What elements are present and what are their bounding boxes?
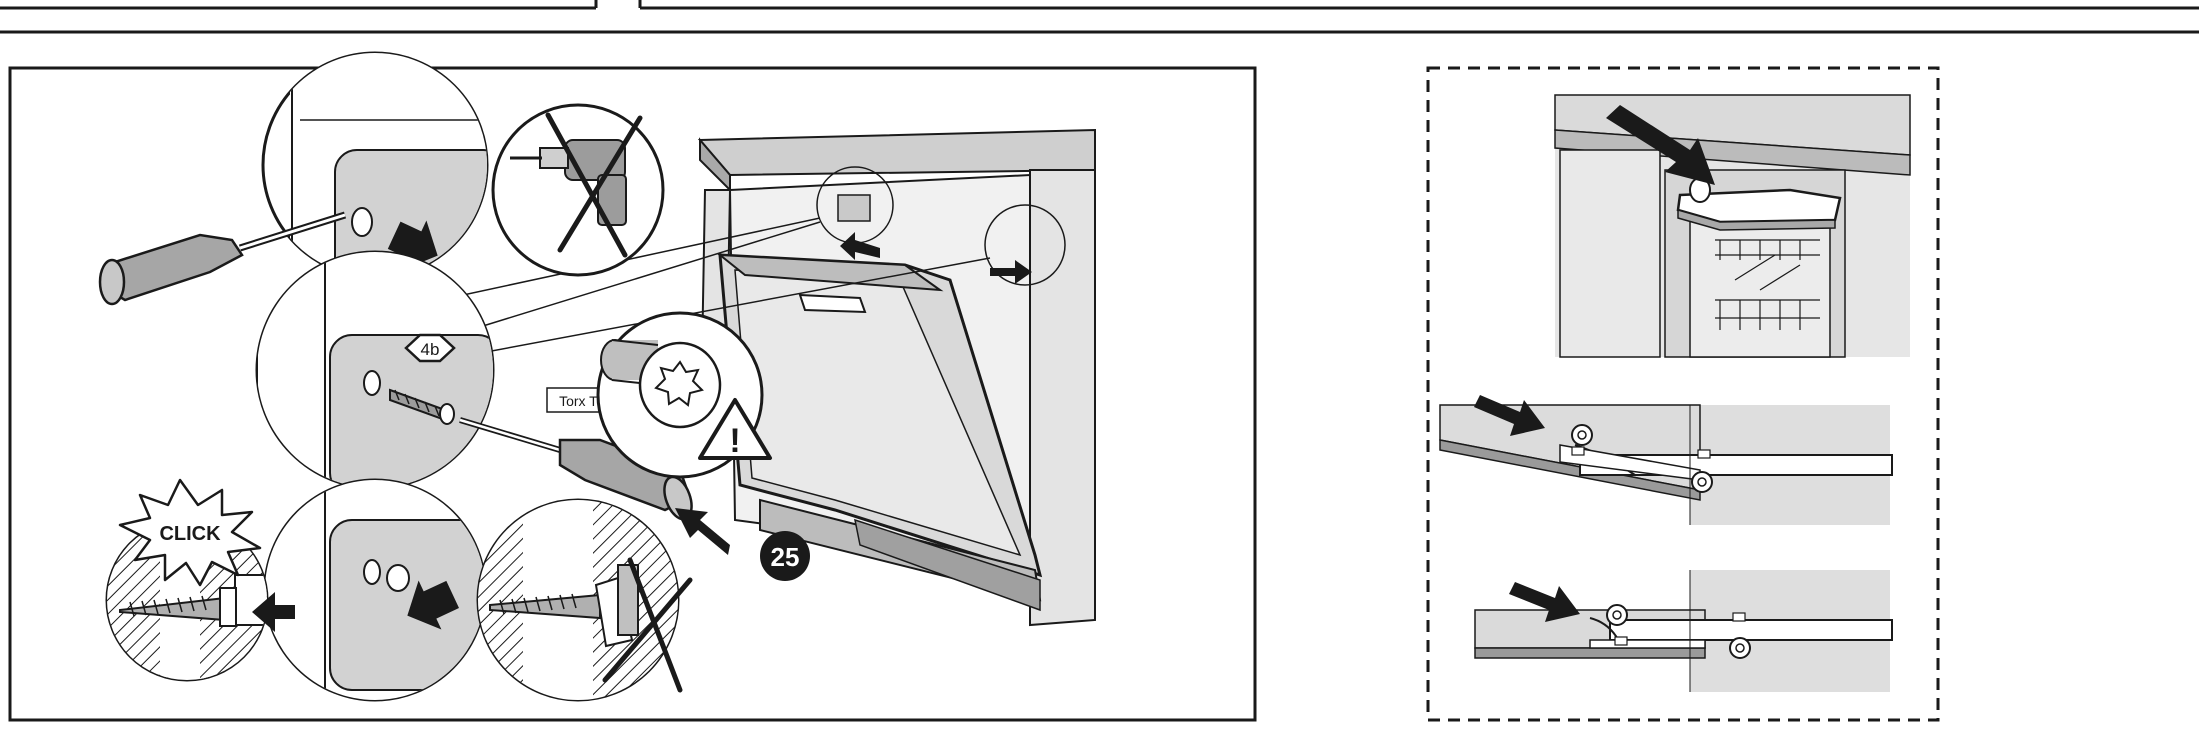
- step-badge: 4b: [404, 333, 456, 363]
- step-number: 25: [760, 531, 810, 581]
- warning-symbol: !: [729, 422, 740, 460]
- detail-wrong-section: [476, 498, 693, 702]
- click-burst: CLICK: [118, 478, 262, 587]
- detail-torx-warning: !: [596, 311, 772, 479]
- screw-icon: [389, 388, 455, 425]
- detail-insert-screw: 4b: [255, 250, 495, 490]
- page-header-frame: [0, 0, 2199, 34]
- left-figure: 4b Torx T 20 25: [8, 51, 1257, 722]
- torx-screw-icon: [600, 339, 722, 429]
- step-number-label: 25: [771, 542, 800, 572]
- arrow-icon: [1606, 105, 1715, 185]
- detail-no-drill: [491, 103, 665, 277]
- click-label: CLICK: [159, 523, 221, 545]
- arrow-icon: [840, 232, 880, 260]
- bracket-perspective-view: [1554, 94, 1911, 358]
- bracket-side-view-flat: [1474, 570, 1893, 692]
- arrow-icon: [1509, 582, 1580, 622]
- arrow-icon: [387, 220, 438, 270]
- right-figure: [1426, 66, 1940, 722]
- arrow-icon: [675, 508, 730, 555]
- cross-out-icon: [602, 557, 693, 693]
- bracket-side-view-tilted: [1439, 395, 1893, 525]
- arrow-icon: [407, 580, 459, 630]
- detail-push-cover: [263, 478, 487, 702]
- screwdriver-icon: [98, 211, 347, 306]
- step-badge-label: 4b: [421, 340, 440, 359]
- warning-triangle-icon: !: [698, 398, 772, 460]
- arrow-icon: [990, 260, 1032, 284]
- arrow-icon: [252, 592, 295, 632]
- cross-out-icon: [545, 112, 643, 258]
- arrow-icon: [1474, 395, 1545, 436]
- bracket-highlight-right: [984, 204, 1066, 286]
